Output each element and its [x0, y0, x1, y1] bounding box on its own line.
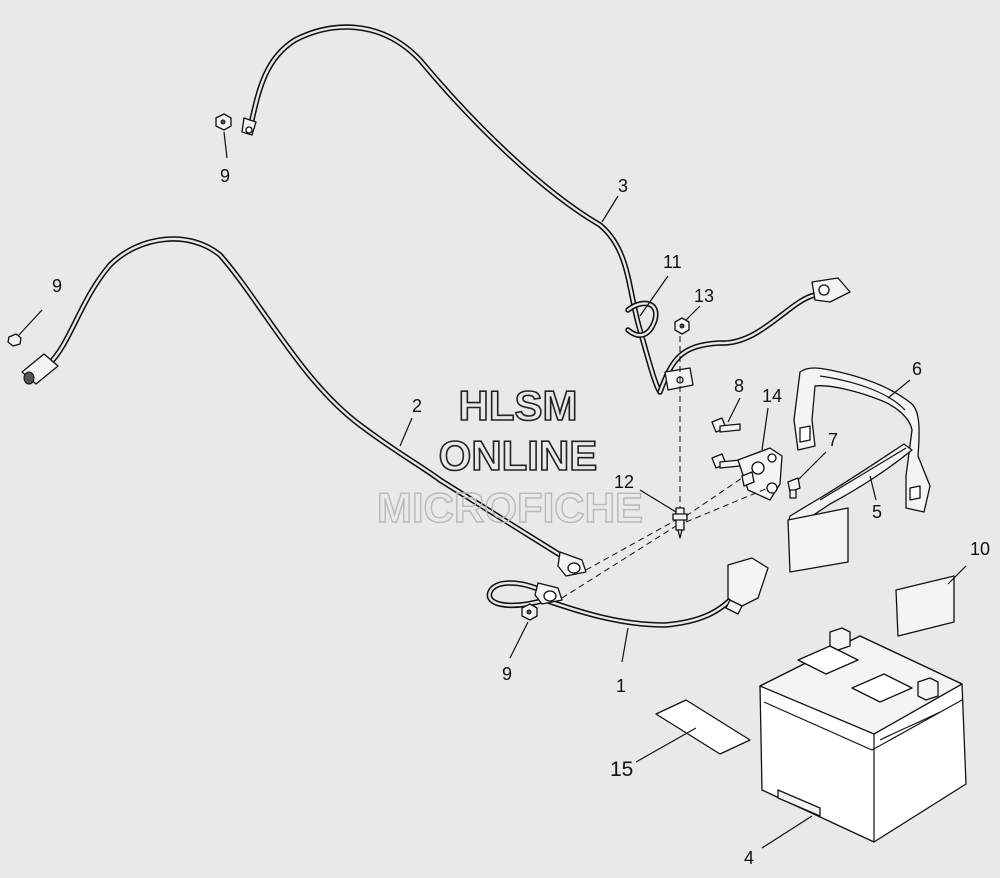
nut-9-left: [7, 333, 22, 347]
battery-strap-6: [793, 367, 931, 513]
callout-1: 1: [616, 676, 626, 696]
callout-7: 7: [828, 430, 838, 450]
callout-leaders: [17, 131, 967, 849]
nut-13: [674, 317, 690, 335]
callout-14: 14: [762, 386, 782, 406]
callout-8: 8: [734, 376, 744, 396]
label-sheet-15: [655, 699, 751, 755]
callout-13: 13: [694, 286, 714, 306]
stud-12: [672, 507, 688, 539]
callout-11: 11: [663, 252, 682, 272]
callout-4: 4: [744, 848, 754, 868]
battery-bracket-5: [787, 443, 913, 527]
battery-4: [759, 627, 967, 843]
bolt-8: [711, 417, 741, 469]
watermark: HLSM ONLINE MICROFICHE: [376, 381, 643, 532]
cable-1: [486, 557, 769, 628]
callout-12: 12: [614, 472, 634, 492]
callout-5: 5: [872, 502, 882, 522]
cable-1-terminal-boot: [725, 557, 769, 615]
callout-9-bottom: 9: [502, 664, 512, 684]
cable-3-clip: [664, 367, 694, 391]
cable-2-ring-connector: [557, 551, 587, 577]
callout-6: 6: [912, 359, 922, 379]
solenoid-14: [737, 447, 783, 501]
nut-9-top: [215, 113, 232, 131]
bolt-7: [787, 477, 801, 499]
callout-15: 15: [610, 758, 633, 781]
callout-2: 2: [412, 396, 422, 416]
cable-3-ring-terminal: [241, 117, 257, 136]
cable-3: [241, 24, 851, 395]
callout-labels: 9 9 9 3 2 1 11 13 8 14 7 6 5 10 12 15 4: [52, 166, 990, 868]
watermark-line-1: HLSM: [459, 382, 578, 429]
cable-3-battery-clamp: [811, 277, 851, 303]
callout-10: 10: [970, 539, 990, 559]
cable-1-ring-connector: [534, 582, 563, 605]
nut-9-bottom: [521, 603, 538, 621]
callout-3: 3: [618, 176, 628, 196]
watermark-line-2: ONLINE: [439, 432, 598, 479]
cable-2: [21, 236, 587, 577]
assembly-lines: [561, 336, 769, 599]
cable-2-end-connector: [21, 353, 59, 385]
pad-left: [787, 507, 849, 573]
watermark-line-3: MICROFICHE: [377, 484, 643, 531]
callout-9-top: 9: [220, 166, 230, 186]
callout-9-left: 9: [52, 276, 62, 296]
label-10: [895, 575, 955, 637]
